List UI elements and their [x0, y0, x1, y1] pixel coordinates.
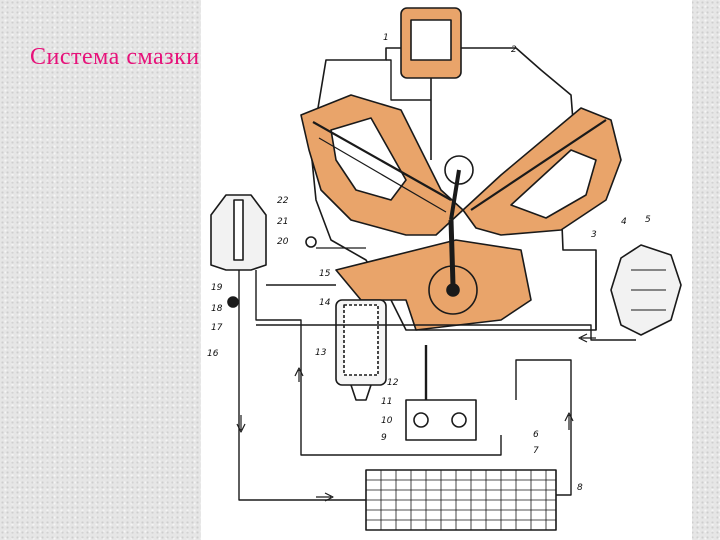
pressure-gauge-20: [305, 236, 317, 248]
part-label-7: 7: [533, 446, 539, 456]
connecting-rod: [448, 219, 456, 286]
engine-block-outline: [310, 47, 597, 331]
flow-arrow-3: [316, 492, 334, 502]
flow-arrow-2: [294, 367, 304, 382]
part-label-22: 22: [277, 196, 289, 206]
right-cylinder-bank: [462, 107, 622, 236]
pump-gear-left: [413, 412, 429, 428]
right-cylinder-inner: [510, 149, 597, 219]
part-label-1: 1: [383, 33, 389, 43]
part-label-10: 10: [381, 416, 393, 426]
part-label-12: 12: [387, 378, 399, 388]
filter-element: [343, 304, 379, 376]
part-label-11: 11: [381, 397, 392, 407]
part-label-9: 9: [381, 433, 387, 443]
part-label-21: 21: [277, 217, 288, 227]
part-label-4: 4: [621, 217, 627, 227]
left-pushrod-2: [318, 137, 447, 213]
center-rod: [449, 169, 461, 221]
oil-pump: [405, 399, 477, 441]
diagram-drawing: [210, 7, 682, 531]
pump-gear-right: [451, 412, 467, 428]
valve-5-inner: [631, 269, 666, 311]
oil-valve-18: [227, 296, 239, 308]
part-label-15: 15: [319, 269, 331, 279]
flow-arrow-5: [578, 333, 596, 343]
part-label-8: 8: [577, 483, 583, 493]
oil-line-top: [386, 59, 431, 101]
filter-bottom: [350, 384, 372, 401]
right-pushrod: [470, 119, 607, 211]
centrifuge-shaft: [233, 199, 244, 261]
crankshaft-journal: [446, 283, 460, 297]
part-label-18: 18: [211, 304, 223, 314]
part-label-6: 6: [533, 430, 539, 440]
part-label-17: 17: [211, 323, 223, 333]
oil-line-left-inner: [255, 270, 502, 456]
part-label-2: 2: [511, 45, 517, 55]
oil-cooler-grid: [366, 470, 556, 530]
slide-title: Система смазки: [30, 44, 200, 70]
part-label-3: 3: [591, 230, 597, 240]
oil-filter-top-inner: [410, 19, 452, 61]
part-label-14: 14: [319, 298, 331, 308]
part-label-19: 19: [211, 283, 223, 293]
left-pushrod: [312, 121, 452, 201]
oil-line-cooler-right: [515, 359, 572, 496]
part-label-20: 20: [277, 237, 289, 247]
left-cylinder-inner: [330, 117, 407, 201]
flow-arrow-4: [564, 412, 574, 430]
flow-arrow-1: [236, 415, 246, 433]
part-label-5: 5: [645, 215, 651, 225]
oil-line-left-loop: [238, 270, 366, 501]
part-label-16: 16: [207, 349, 219, 359]
part-label-13: 13: [315, 348, 327, 358]
oil-line-main: [256, 324, 636, 341]
